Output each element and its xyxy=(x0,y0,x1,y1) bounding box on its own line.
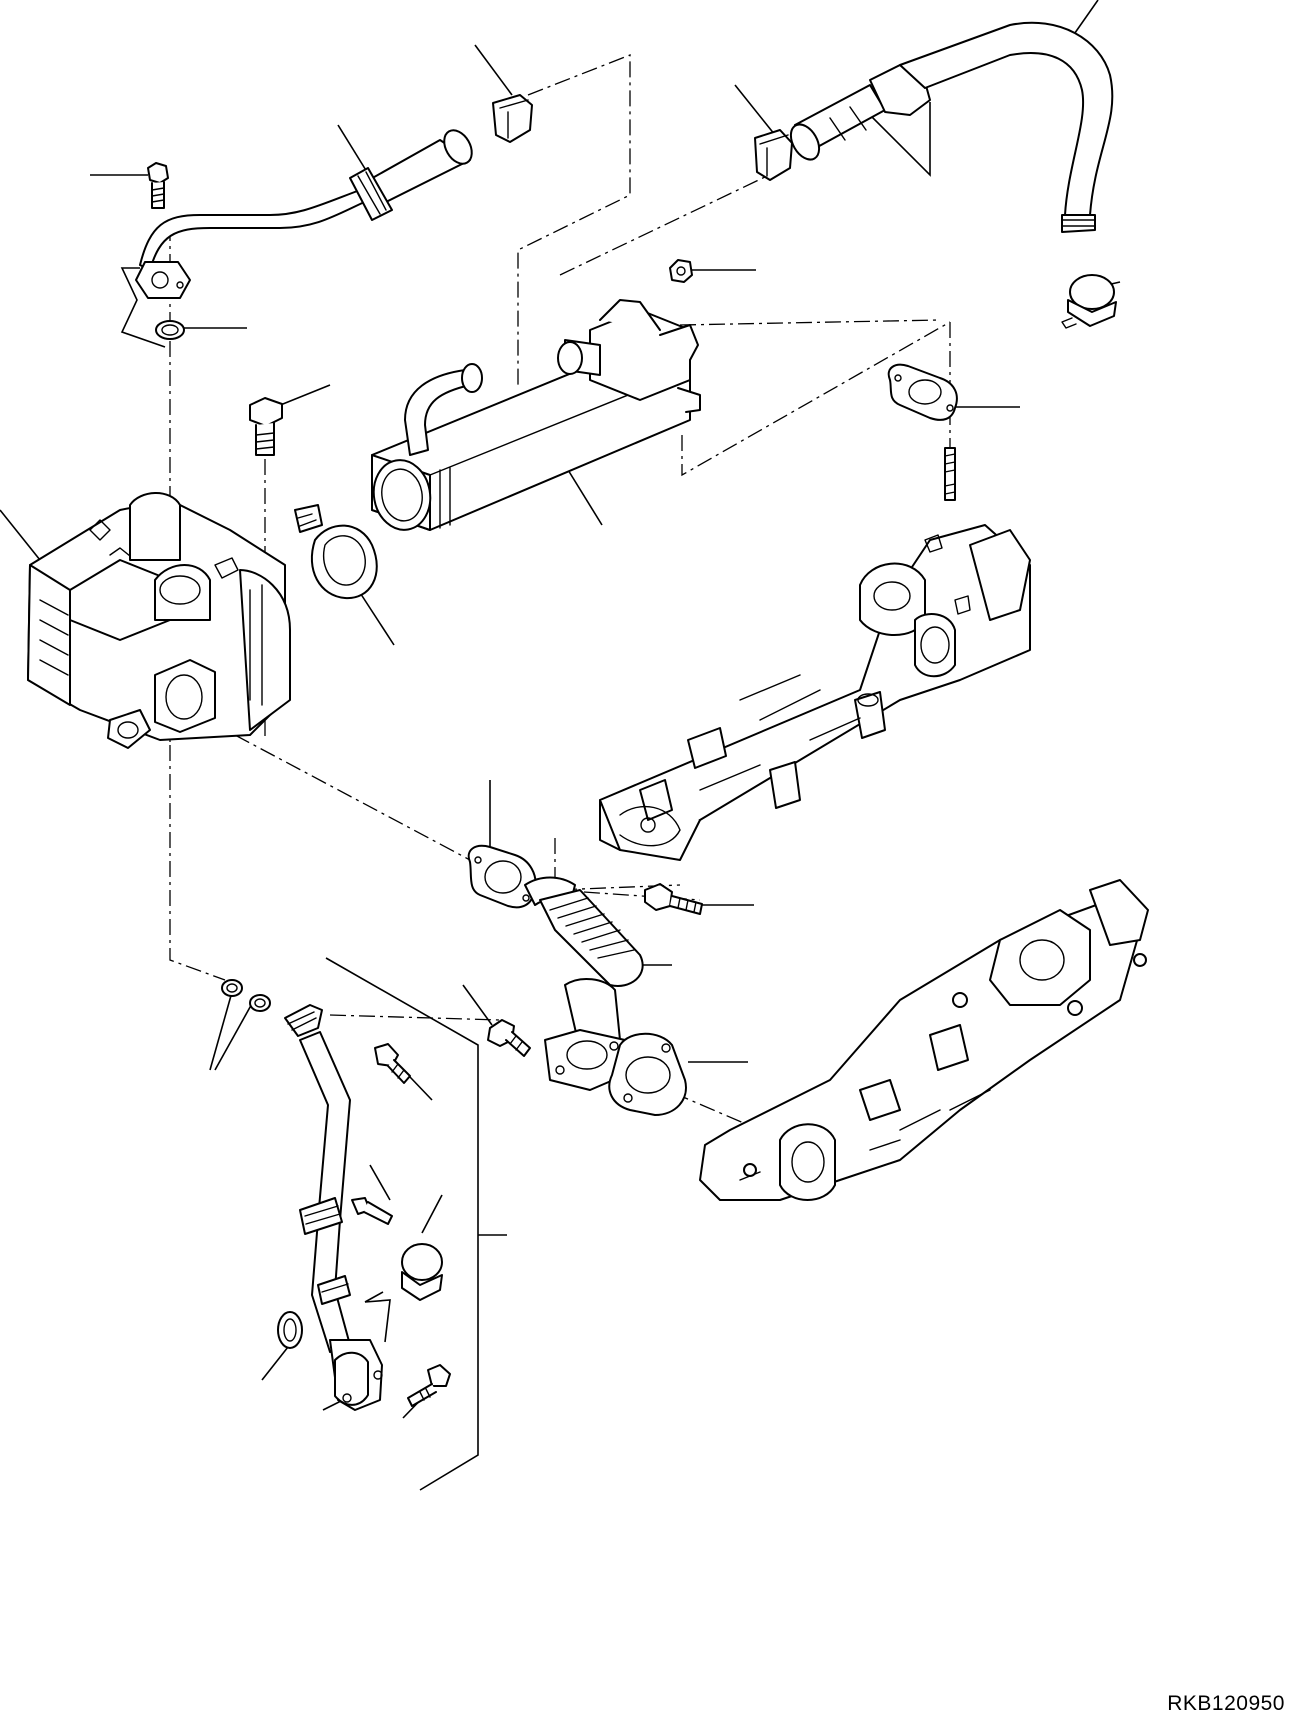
egr-pipe-gasket xyxy=(467,844,537,909)
lower-flange-bolt xyxy=(407,1364,451,1407)
intake-manifold xyxy=(599,524,1031,861)
seal-ring-1 xyxy=(221,979,243,997)
pipe-gasket xyxy=(155,320,185,340)
coolant-hose xyxy=(789,21,1114,233)
exhaust-flange-gasket xyxy=(608,1032,687,1116)
egr-cooler-inlet-pipe xyxy=(135,129,473,299)
hose-clamp-top xyxy=(492,94,533,143)
v-band-clamp xyxy=(294,504,378,600)
flange-bolt xyxy=(147,162,169,209)
pipe-gasket-inner xyxy=(161,324,179,336)
flex-pipe-bolt xyxy=(487,1019,531,1057)
cooler-flange-gasket xyxy=(887,363,958,421)
flange-bolt-middle xyxy=(644,883,703,915)
exhaust-manifold xyxy=(699,879,1149,1201)
seal-ring-2-inner xyxy=(254,998,266,1008)
seal-ring-1-inner xyxy=(226,983,238,993)
lower-seal-ring-inner xyxy=(283,1318,297,1342)
egr-valve xyxy=(27,492,291,749)
hose-clamp-far-right xyxy=(1061,274,1117,329)
nut xyxy=(669,259,693,283)
egr-flex-pipe xyxy=(524,876,644,1091)
stud-bolt xyxy=(944,447,956,501)
lower-pipe-clamp xyxy=(401,1243,443,1301)
hex-bolt xyxy=(249,397,283,456)
lower-seal-ring xyxy=(277,1311,303,1349)
clip-bolt xyxy=(374,1043,411,1084)
lower-egr-pipe xyxy=(284,1004,383,1411)
drawing-code: RKB120950 xyxy=(1167,1692,1285,1715)
egr-cooler xyxy=(371,299,701,531)
seal-ring-2 xyxy=(249,994,271,1012)
hose-clamp-right xyxy=(754,129,793,181)
bracket-bolt xyxy=(351,1197,393,1225)
